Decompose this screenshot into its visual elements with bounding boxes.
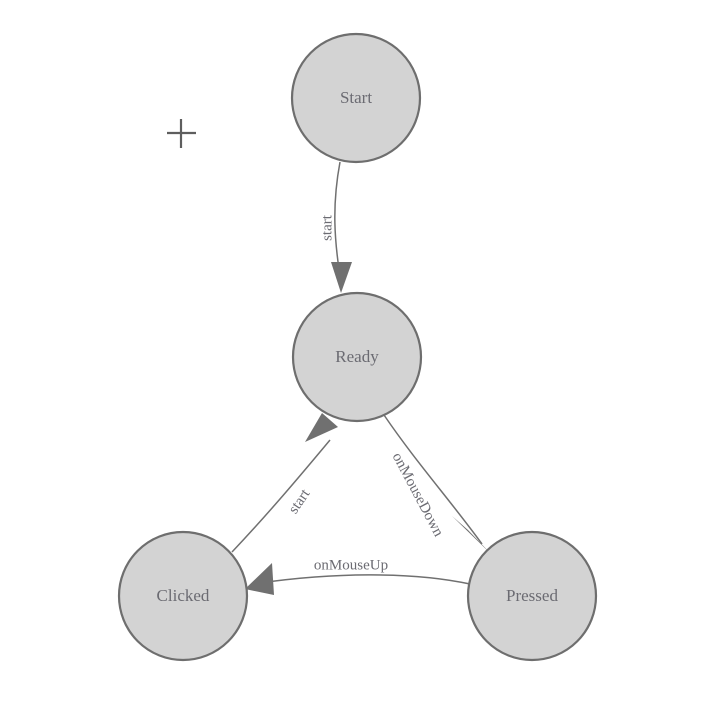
node-ready[interactable]: Ready	[291, 291, 423, 423]
node-pressed-label: Pressed	[506, 586, 558, 605]
node-clicked-circle[interactable]	[117, 530, 249, 662]
edge-ready-to-pressed-arrowhead	[452, 516, 492, 555]
node-pressed[interactable]: Pressed	[466, 530, 598, 662]
node-clicked[interactable]: Clicked	[117, 530, 249, 662]
node-start-label: Start	[340, 88, 372, 107]
edge-start-to-ready-arrowhead	[331, 262, 352, 293]
edge-label-pressed-to-clicked: onMouseUp	[314, 557, 388, 573]
edge-label-start-to-ready: start	[319, 214, 335, 241]
node-start-circle[interactable]	[290, 32, 422, 164]
node-clicked-label: Clicked	[157, 586, 210, 605]
edge-clicked-to-ready-path	[231, 439, 331, 553]
node-pressed-circle[interactable]	[466, 530, 598, 662]
node-ready-circle[interactable]	[291, 291, 423, 423]
edge-pressed-to-clicked-path	[259, 574, 471, 585]
edge-ready-to-pressed[interactable]: onMouseDown	[383, 414, 492, 555]
edge-start-to-ready[interactable]: start	[319, 161, 352, 293]
node-ready-label: Ready	[335, 347, 379, 366]
edge-clicked-to-ready-arrowhead	[305, 413, 338, 442]
edge-label-ready-to-pressed: onMouseDown	[389, 450, 447, 540]
edge-ready-to-pressed-path	[383, 414, 483, 545]
crosshair-icon	[167, 119, 196, 148]
edge-clicked-to-ready[interactable]: start	[231, 413, 338, 553]
edge-label-clicked-to-ready: start	[286, 486, 314, 517]
edge-pressed-to-clicked[interactable]: onMouseUp	[245, 557, 471, 595]
edge-pressed-to-clicked-arrowhead	[245, 563, 274, 595]
node-start[interactable]: Start	[290, 32, 422, 164]
